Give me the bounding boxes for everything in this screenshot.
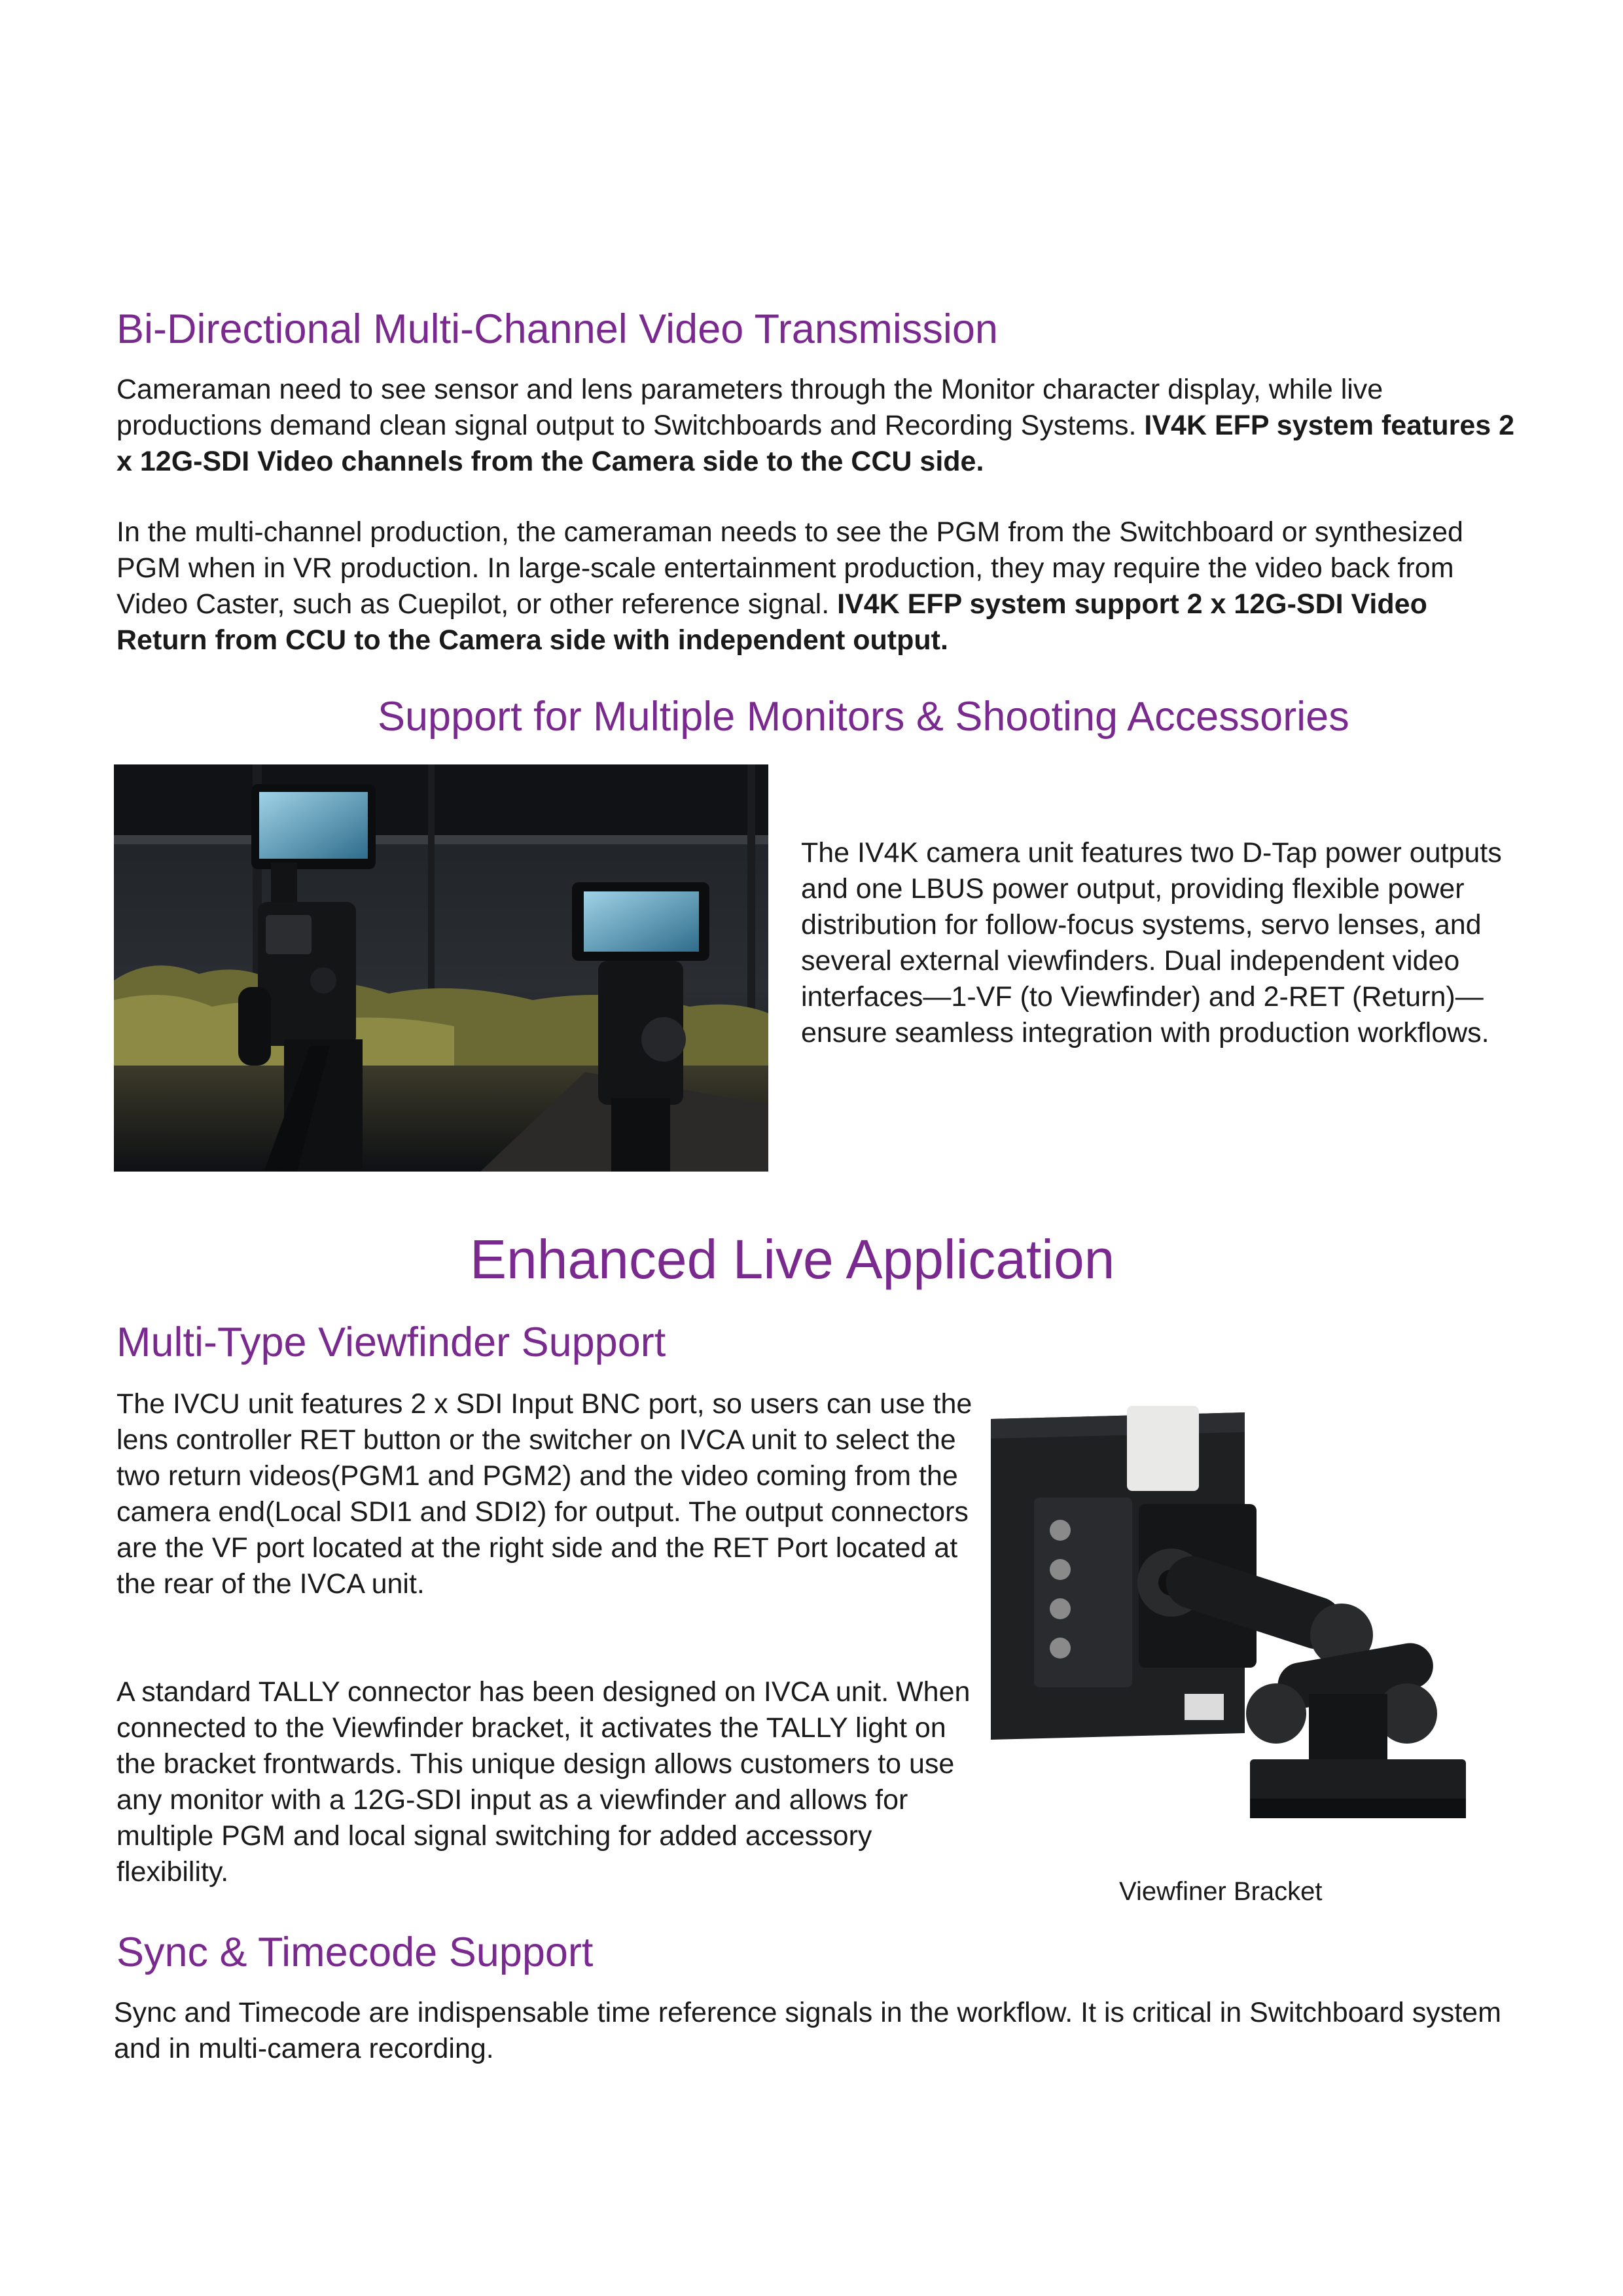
transmission-p1-text: Cameraman need to see sensor and lens pa… bbox=[116, 374, 1383, 441]
section-title-viewfinder: Multi-Type Viewfinder Support bbox=[116, 1319, 666, 1365]
transmission-paragraph-1: Cameraman need to see sensor and lens pa… bbox=[116, 372, 1524, 480]
viewfinder-bracket-caption: Viewfiner Bracket bbox=[1119, 1877, 1323, 1906]
section-title-transmission: Bi-Directional Multi-Channel Video Trans… bbox=[116, 306, 998, 352]
transmission-p2-text: In the multi-channel production, the cam… bbox=[116, 516, 1463, 620]
transmission-p2-bold: IV4K EFP system support 2 x 12G-SDI Vide… bbox=[116, 588, 1427, 656]
sync-paragraph: Sync and Timecode are indispensable time… bbox=[114, 1997, 1501, 2064]
section-title-sync: Sync & Timecode Support bbox=[116, 1929, 594, 1975]
transmission-paragraph-2: In the multi-channel production, the cam… bbox=[116, 514, 1524, 658]
transmission-p1-bold: IV4K EFP system features 2 x 12G-SDI Vid… bbox=[116, 410, 1515, 477]
camera-rig-photo bbox=[114, 764, 768, 1172]
viewfinder-paragraph-1: The IVCU unit features 2 x SDI Input BNC… bbox=[116, 1388, 972, 1600]
viewfinder-paragraph-2: A standard TALLY connector has been desi… bbox=[116, 1676, 971, 1888]
viewfinder-bracket-photo bbox=[988, 1406, 1474, 1835]
section-title-enhanced-live: Enhanced Live Application bbox=[470, 1229, 1115, 1290]
section-title-monitors: Support for Multiple Monitors & Shooting… bbox=[378, 694, 1349, 740]
monitors-paragraph: The IV4K camera unit features two D-Tap … bbox=[801, 837, 1502, 1049]
